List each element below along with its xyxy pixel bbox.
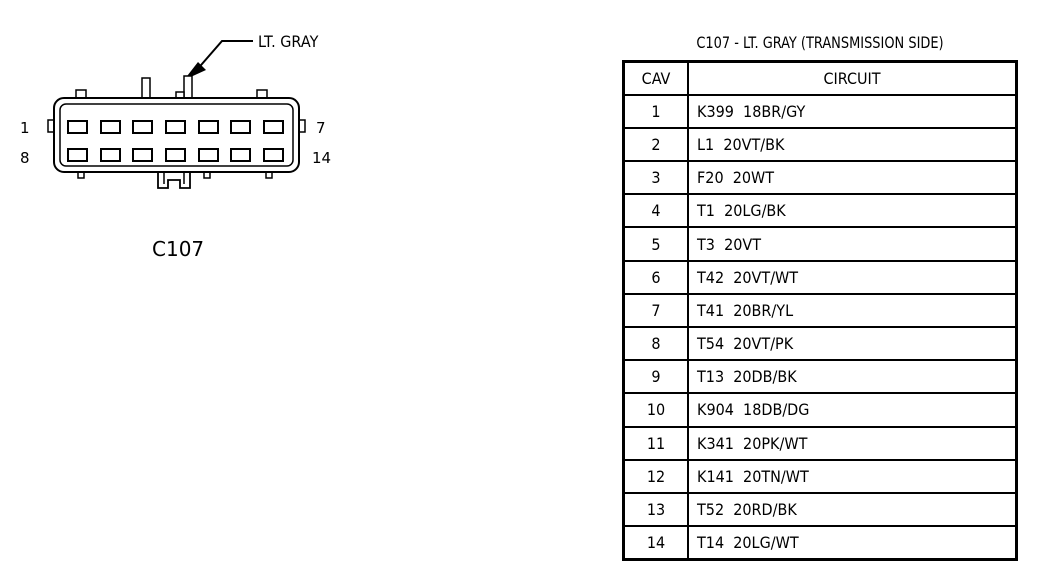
polarizing-key bbox=[157, 172, 191, 189]
circuit-cell: T14 20LG/WT bbox=[687, 525, 1018, 561]
cav-cell: 8 bbox=[622, 325, 689, 362]
cavity-12 bbox=[198, 148, 219, 162]
pin-label-14: 14 bbox=[312, 149, 331, 167]
cavity-2 bbox=[100, 120, 121, 134]
cav-cell: 7 bbox=[622, 292, 689, 329]
cavity-row-top bbox=[67, 120, 284, 134]
pin-label-8: 8 bbox=[20, 149, 30, 167]
cav-cell: 5 bbox=[622, 226, 689, 262]
cavity-1 bbox=[67, 120, 88, 134]
table-header-row: CAV CIRCUIT bbox=[622, 60, 1018, 96]
latch-post bbox=[183, 75, 193, 100]
circuit-cell: T42 20VT/WT bbox=[687, 259, 1018, 295]
circuit-cell: T13 20DB/BK bbox=[687, 359, 1018, 395]
connector-name: C107 bbox=[152, 237, 204, 261]
cavity-11 bbox=[165, 148, 186, 162]
circuit-cell: T52 20RD/BK bbox=[687, 491, 1018, 528]
cav-cell: 13 bbox=[622, 491, 689, 528]
cav-cell: 4 bbox=[622, 193, 689, 229]
cavity-5 bbox=[198, 120, 219, 134]
cavity-row-bottom bbox=[67, 148, 284, 162]
cav-cell: 2 bbox=[622, 126, 689, 163]
cav-cell: 9 bbox=[622, 359, 689, 395]
cavity-13 bbox=[230, 148, 251, 162]
leader-line bbox=[194, 40, 253, 73]
circuit-cell: T3 20VT bbox=[687, 226, 1018, 262]
housing-tab bbox=[141, 77, 151, 100]
cavity-8 bbox=[67, 148, 88, 162]
table-title: C107 - LT. GRAY (TRANSMISSION SIDE) bbox=[696, 33, 944, 52]
cav-cell: 3 bbox=[622, 160, 689, 196]
cavity-10 bbox=[132, 148, 153, 162]
polarizing-key-detail bbox=[163, 172, 185, 184]
cavity-3 bbox=[132, 120, 153, 134]
circuit-cell: F20 20WT bbox=[687, 160, 1018, 196]
circuit-cell: L1 20VT/BK bbox=[687, 126, 1018, 163]
cav-cell: 11 bbox=[622, 425, 689, 461]
cavity-4 bbox=[165, 120, 186, 134]
pin-label-7: 7 bbox=[316, 119, 326, 137]
cav-cell: 10 bbox=[622, 392, 689, 428]
connector-diagram: LT. GRAY 1 7 8 14 C107 bbox=[20, 32, 331, 261]
cav-cell: 12 bbox=[622, 458, 689, 494]
pin-label-1: 1 bbox=[20, 119, 30, 137]
circuit-cell: K141 20TN/WT bbox=[687, 458, 1018, 494]
circuit-cell: T54 20VT/PK bbox=[687, 325, 1018, 362]
cavity-7 bbox=[263, 120, 284, 134]
circuit-cell: K399 18BR/GY bbox=[687, 93, 1018, 129]
cav-cell: 14 bbox=[622, 525, 689, 561]
cavity-9 bbox=[100, 148, 121, 162]
connector-housing-inner bbox=[59, 103, 294, 167]
cav-cell: 1 bbox=[622, 93, 689, 129]
circuit-cell: K904 18DB/DG bbox=[687, 392, 1018, 428]
cavity-14 bbox=[263, 148, 284, 162]
column-header-circuit: CIRCUIT bbox=[687, 60, 1018, 96]
column-header-cav: CAV bbox=[622, 60, 689, 96]
connector-color-label: LT. GRAY bbox=[258, 32, 319, 51]
cavity-6 bbox=[230, 120, 251, 134]
circuit-cell: T41 20BR/YL bbox=[687, 292, 1018, 329]
circuit-cell: T1 20LG/BK bbox=[687, 193, 1018, 229]
circuit-cell: K341 20PK/WT bbox=[687, 425, 1018, 461]
cav-cell: 6 bbox=[622, 259, 689, 295]
